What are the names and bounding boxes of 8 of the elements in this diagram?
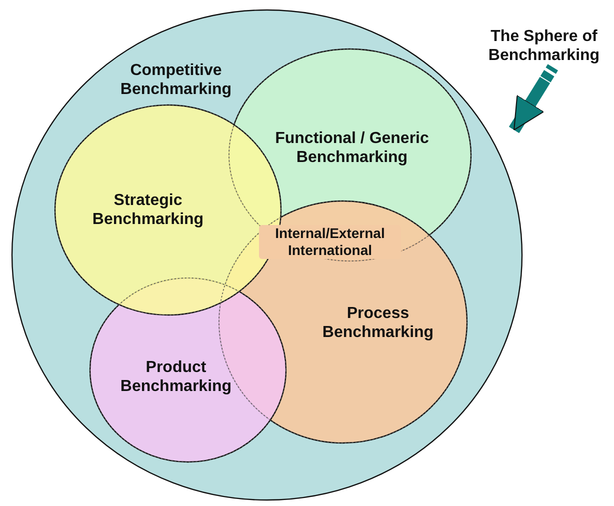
- circle-label: Product Benchmarking: [119, 358, 233, 396]
- circle-label: Strategic Benchmarking: [91, 191, 205, 229]
- overlap-label: Internal/External International: [259, 225, 401, 259]
- circle-label: Process Benchmarking: [321, 304, 435, 342]
- circle-label: Functional / Generic Benchmarking: [274, 129, 430, 167]
- circle-label: Competitive Benchmarking: [119, 61, 233, 99]
- callout-text: The Sphere of Benchmarking: [487, 27, 601, 65]
- block-arrow: [508, 76, 550, 134]
